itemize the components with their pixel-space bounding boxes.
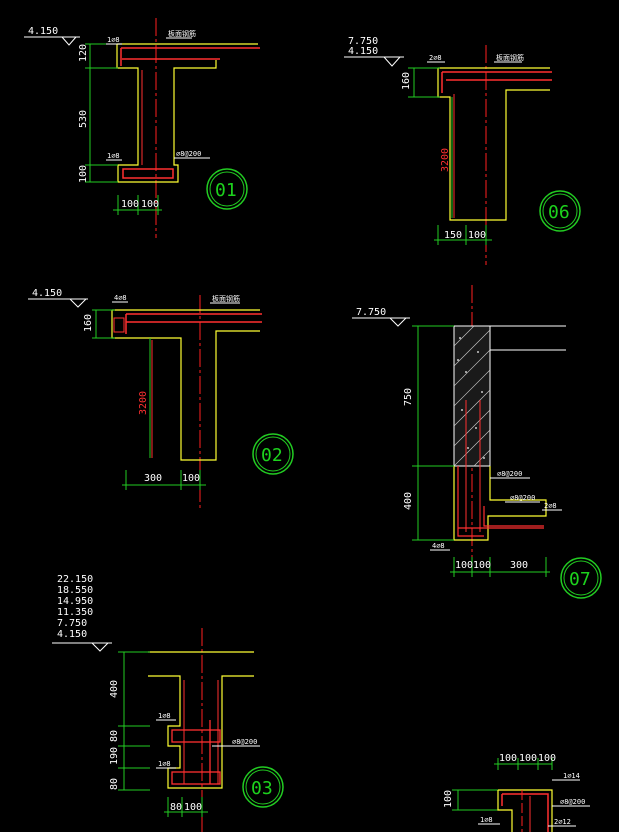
bar-label: ⌀8@200 [497,470,522,478]
dim-h-100c: 100 [538,753,556,764]
bar-label: 1⌀8 [107,152,120,160]
dim-h-100: 100 [182,473,200,484]
dim-v-100: 100 [443,790,454,808]
detail-07: 7.750 750 400 100 100 [352,285,602,599]
bar-label: 1⌀8 [158,712,171,720]
detail-number: 03 [251,778,273,799]
detail-number: 01 [215,180,237,201]
dim-h-80: 80 [170,802,182,813]
dim-v-80b: 80 [109,778,120,790]
bar-label: 2⌀12 [554,818,571,826]
bar-label: 2⌀8 [544,502,557,510]
dim-v-160: 160 [83,314,94,332]
dim-v-190: 190 [109,747,120,765]
bar-label: ⌀8@200 [176,150,201,158]
dim-v-100: 100 [78,165,89,183]
dim-h-300: 300 [144,473,162,484]
detail-03: 22.150 18.550 14.950 11.350 7.750 4.150 … [52,574,284,832]
dim-h-300: 300 [510,560,528,571]
dim-v-3200: 3200 [138,391,149,415]
bar-label: 1⌀8 [158,760,171,768]
dim-h-100b: 100 [141,199,159,210]
detail-number: 02 [261,445,283,466]
elevation-label: 4.150 [57,629,87,640]
dim-v-80: 80 [109,730,120,742]
bar-label: 4⌀8 [432,542,445,550]
detail-06: 7.750 4.150 160 3200 150 100 2⌀8 板面钢筋 06 [344,36,581,265]
dim-h-100b: 100 [519,753,537,764]
elevation-label: 7.750 [57,618,87,629]
detail-01: 4.150 120 530 100 100 100 1⌀8 1⌀8 ⌀8@200… [24,18,260,238]
elevation-label: 4.150 [32,288,62,299]
bar-label: ⌀8@200 [232,738,257,746]
dim-h-100a: 100 [499,753,517,764]
dim-v-3200: 3200 [440,148,451,172]
dim-h-100b: 100 [473,560,491,571]
dim-h-100: 100 [468,230,486,241]
bar-label: 1⌀8 [480,816,493,824]
dim-v-400: 400 [109,680,120,698]
elevation-label: 11.350 [57,607,93,618]
bar-label: ⌀8@200 [510,494,535,502]
elevation-label: 22.150 [57,574,93,585]
detail-partial: 100 100 100 100 1⌀14 ⌀8@200 2⌀12 1⌀8 [443,753,590,832]
dim-h-100a: 100 [455,560,473,571]
bar-label: 1⌀14 [563,772,580,780]
dim-v-160: 160 [401,72,412,90]
dim-v-400: 400 [403,492,414,510]
bar-label: 4⌀8 [114,294,127,302]
dim-v-530: 530 [78,110,89,128]
elevation-label: 4.150 [28,26,58,37]
bar-label: ⌀8@200 [560,798,585,806]
dim-v-750: 750 [403,388,414,406]
dim-h-100a: 100 [121,199,139,210]
dim-h-100: 100 [184,802,202,813]
elevation-label: 18.550 [57,585,93,596]
elevation-label: 4.150 [348,46,378,57]
dim-h-150: 150 [444,230,462,241]
elevation-label: 7.750 [348,36,378,47]
elevation-label: 7.750 [356,307,386,318]
detail-number: 06 [548,202,570,223]
elevation-label: 14.950 [57,596,93,607]
bar-label: 2⌀8 [429,54,442,62]
slab-note: 板面钢筋 [496,53,524,62]
detail-number: 07 [569,569,591,590]
slab-note: 板面钢筋 [168,29,196,38]
bar-label: 1⌀8 [107,36,120,44]
slab-note: 板面钢筋 [212,294,240,303]
dim-v-120: 120 [78,44,89,62]
detail-02: 4.150 160 3200 300 100 4⌀8 板面钢筋 02 [28,288,294,510]
